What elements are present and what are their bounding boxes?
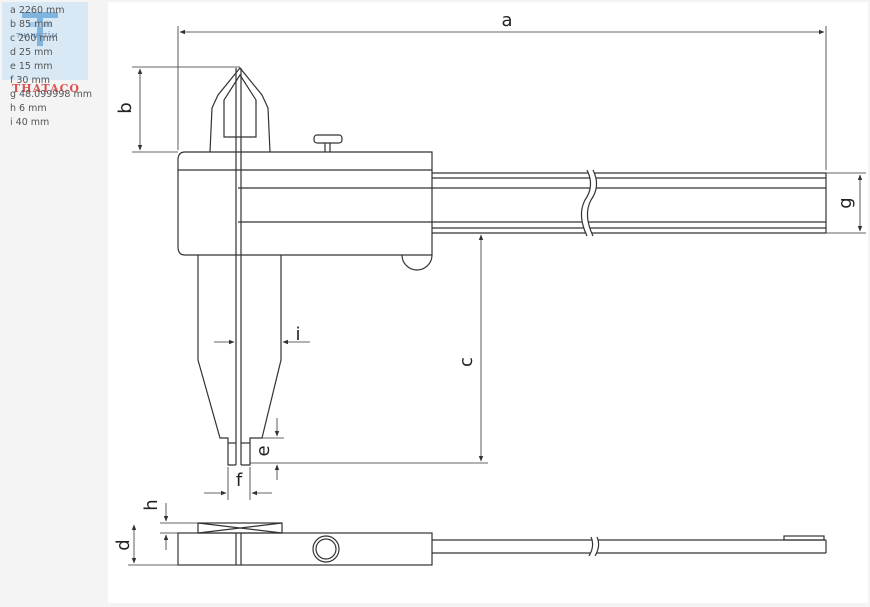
caliper-body <box>177 151 433 256</box>
caliper-drawing: a b g c e f i h d <box>108 2 868 603</box>
caliper-svg: a b g c e f i h d <box>113 10 866 566</box>
thumb-wheel <box>401 254 433 271</box>
label-b: b <box>115 102 136 113</box>
label-f: f <box>236 470 243 491</box>
spec-row: b 85 mm <box>10 19 53 30</box>
logo-brand: THATACO <box>12 82 80 95</box>
logo-subtitle: THANH TÂM <box>16 32 58 40</box>
spec-row: f 30 mm <box>10 75 50 86</box>
spec-row: i 40 mm <box>10 117 50 128</box>
spec-row: e 15 mm <box>10 61 53 72</box>
label-h: h <box>141 499 162 510</box>
spec-list: a 2260 mm b 85 mm c 200 mm d 25 mm e 15 mm f … <box>10 4 92 130</box>
spec-row: g 48.099998 mm <box>10 89 92 100</box>
spec-row: d 25 mm <box>10 47 53 58</box>
spec-row: a 2260 mm <box>10 5 65 16</box>
label-i: i <box>295 324 300 345</box>
watermark-logo: THANH TÂM THATACO <box>2 2 88 95</box>
tt-logo-icon <box>22 12 58 46</box>
label-g: g <box>835 197 856 208</box>
label-c: c <box>456 357 477 367</box>
lower-jaw <box>197 255 236 466</box>
side-view-body <box>177 532 433 566</box>
spec-row: h 6 mm <box>10 103 47 114</box>
upper-jaw <box>209 67 271 153</box>
label-d: d <box>113 539 134 550</box>
label-e: e <box>253 445 274 456</box>
label-a: a <box>501 10 512 31</box>
lock-screw <box>313 134 343 144</box>
spec-row: c 200 mm <box>10 33 58 44</box>
